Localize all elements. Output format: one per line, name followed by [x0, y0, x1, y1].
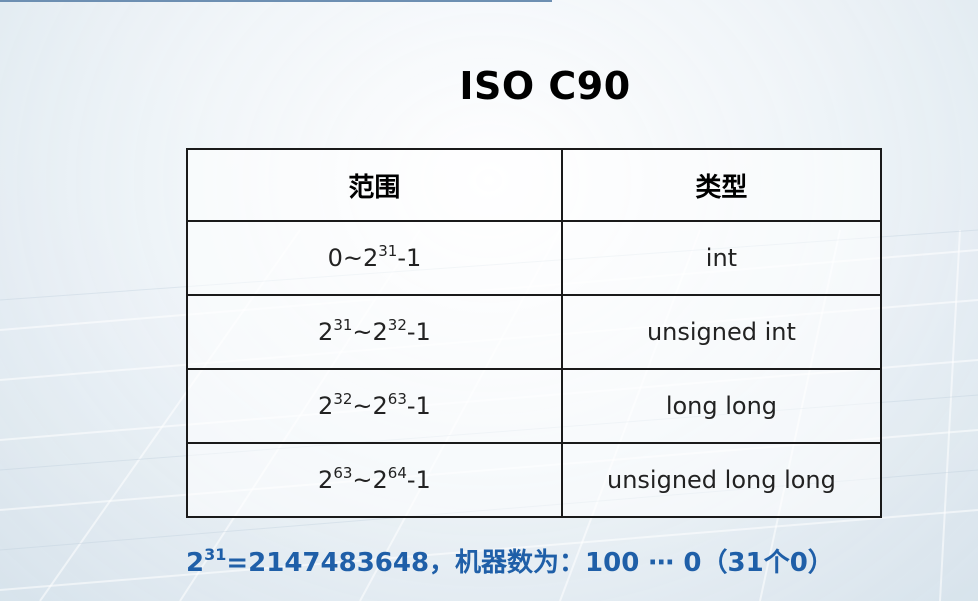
slide-title: ISO C90: [459, 64, 631, 108]
range-cell: 231~232-1: [186, 294, 563, 370]
column-header-type: 类型: [560, 148, 883, 222]
table-row: 231~232-1 unsigned int: [186, 294, 883, 370]
top-rule: [0, 0, 552, 2]
table-row: 0~231-1 int: [186, 220, 883, 296]
range-cell: 232~263-1: [186, 368, 563, 444]
type-cell: int: [560, 220, 883, 296]
table-header-row: 范围 类型: [186, 148, 883, 222]
range-cell: 0~231-1: [186, 220, 563, 296]
table-row: 232~263-1 long long: [186, 368, 883, 444]
footnote-machine-number: 231=2147483648，机器数为：100 ⋯ 0（31个0）: [186, 545, 834, 579]
range-cell: 263~264-1: [186, 442, 563, 518]
table-row: 263~264-1 unsigned long long: [186, 442, 883, 518]
type-cell: unsigned int: [560, 294, 883, 370]
type-cell: unsigned long long: [560, 442, 883, 518]
type-cell: long long: [560, 368, 883, 444]
column-header-range: 范围: [186, 148, 563, 222]
range-type-table: 范围 类型 0~231-1 int 231~232-1 unsigned int…: [186, 148, 883, 518]
